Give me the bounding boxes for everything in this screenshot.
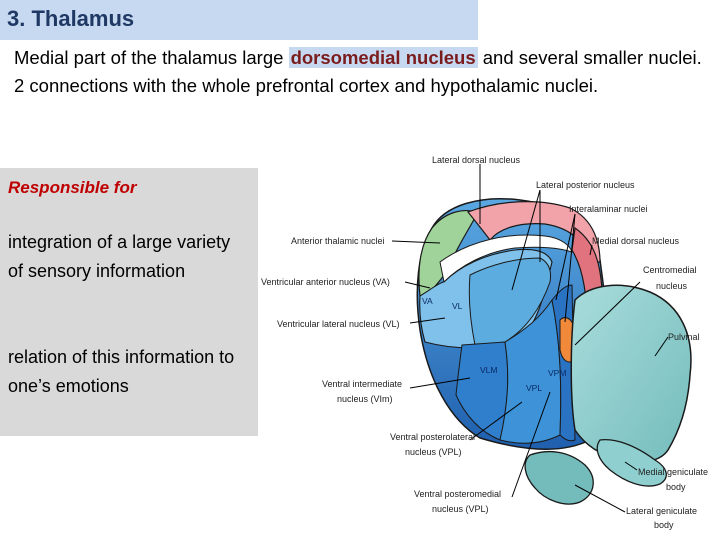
leader-lgb [574,484,626,513]
label-lateral-posterior: Lateral posterior nucleus [536,180,635,190]
internal-lamina [439,234,573,284]
vl-inner-label: VL [452,301,463,311]
label-vpl-2: nucleus (VPL) [405,447,462,457]
responsibility-item-1: integration of a large variety of sensor… [8,232,231,281]
label-interalaminar: Interalaminar nuclei [569,204,648,214]
intro-line-1: Medial part of the thalamus large dorsom… [14,44,704,72]
responsibility-item-2: relation of this information to one’s em… [8,347,235,396]
label-mgb-1: Medial geniculate [638,467,708,477]
label-vim-1: Ventral intermediate [322,379,402,389]
label-lateral-dorsal: Lateral dorsal nucleus [432,155,521,165]
label-vpm-2: nucleus (VPL) [432,504,489,514]
responsibility-panel: Responsible for integration of a large v… [0,168,258,436]
label-vpm-1: Ventral posteromedial [414,489,501,499]
leader-vpl [469,401,523,441]
label-medial-dorsal: Medial dorsal nucleus [592,236,680,246]
label-anterior: Anterior thalamic nuclei [291,236,385,246]
medial-geniculate-region [596,439,667,487]
leader-mgb [624,461,638,471]
leader-pulvinal [654,336,669,357]
leader-vl [409,317,446,324]
label-vpl-1: Ventral posterolateral [390,432,475,442]
vl-region [468,257,551,346]
intro-line-2: 2 connections with the whole prefrontal … [14,75,599,96]
label-lgb-1: Lateral geniculate [626,506,697,516]
label-mgb-2: body [666,482,686,492]
leader-centromedial [574,281,641,346]
leader-vim [409,377,471,389]
va-inner-label: VA [422,296,433,306]
leader-medial-dorsal [589,244,593,256]
leader-vpm [511,391,551,498]
label-va: Ventricular anterior nucleus (VA) [261,277,390,287]
responsible-heading: Responsible for [8,178,137,197]
leader-interalaminar-2 [564,213,576,323]
dorsomedial-highlight: dorsomedial nucleus [288,47,478,68]
label-pulvinal: Pulvinal [668,332,700,342]
leader-lateral-posterior-1 [511,189,541,291]
vpm-inner-label: VPM [548,368,566,378]
leader-va [404,281,431,289]
label-lgb-2: body [654,520,674,530]
intro-line-1-post: and several smaller nuclei. [477,47,702,68]
slide-title: 3. Thalamus [7,6,135,31]
pulvinar-region [570,284,692,463]
title-bar: 3. Thalamus [0,0,478,40]
leader-anterior [391,240,441,244]
label-vl: Ventricular lateral nucleus (VL) [277,319,400,329]
intro-text: Medial part of the thalamus large dorsom… [14,44,704,100]
label-vim-2: nucleus (VIm) [337,394,393,404]
leader-lines [391,164,669,513]
vpl-inner-label: VPL [526,383,542,393]
leader-interalaminar-1 [555,213,576,301]
vlm-inner-label: VLM [480,365,497,375]
label-centromedial-1: Centromedial [643,265,697,275]
intro-line-1-pre: Medial part of the thalamus large [14,47,289,68]
lateral-geniculate-region [524,451,594,505]
label-centromedial-2: nucleus [656,281,688,291]
